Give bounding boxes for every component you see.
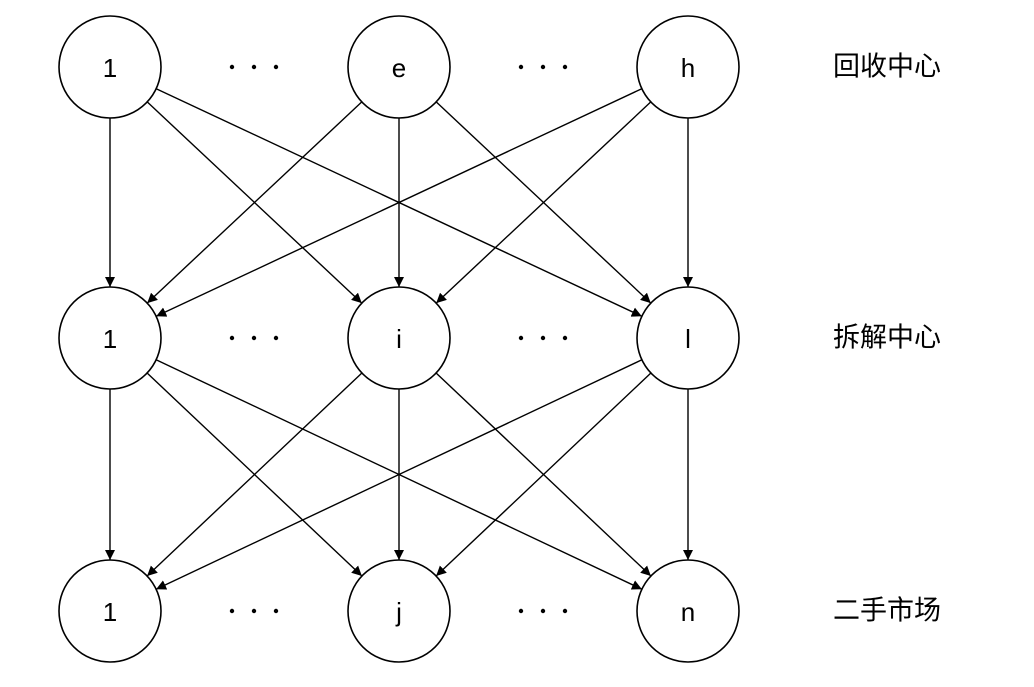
ellipsis-dot	[540, 608, 546, 614]
node-dismantling-1: 1	[58, 286, 162, 390]
ellipsis-dot	[540, 335, 546, 341]
node-circle	[58, 286, 162, 390]
tier-label-dismantling-center: 拆解中心	[833, 323, 941, 354]
ellipsis-dot	[562, 608, 568, 614]
node-market-1: 1	[58, 559, 162, 663]
node-label: 1	[103, 53, 117, 83]
ellipsis-dot	[518, 64, 524, 70]
ellipsis-dot	[273, 335, 279, 341]
edge-arrow	[155, 359, 643, 590]
node-recycling-e: e	[347, 15, 451, 119]
edge-arrow	[155, 88, 643, 317]
node-dismantling-l: l	[636, 286, 740, 390]
ellipsis-dots	[229, 608, 279, 614]
tier-dismantling-center: 1 i l 拆解中心	[58, 286, 941, 390]
node-circle	[347, 15, 451, 119]
ellipsis-dot	[518, 608, 524, 614]
tier-second-hand-market: 1 j n 二手市场	[58, 559, 941, 663]
ellipsis-layer	[229, 64, 568, 614]
node-label: e	[392, 53, 406, 83]
ellipsis-dots	[518, 608, 568, 614]
tier-label-recycling-center: 回收中心	[833, 52, 941, 83]
ellipsis-dot	[229, 335, 235, 341]
ellipsis-dot	[518, 335, 524, 341]
node-label: i	[396, 324, 402, 354]
node-circle	[58, 15, 162, 119]
node-label: h	[681, 53, 695, 83]
node-circle	[636, 286, 740, 390]
node-label: 1	[103, 324, 117, 354]
ellipsis-dot	[251, 64, 257, 70]
tier-label-second-hand-market: 二手市场	[833, 596, 941, 627]
edge-arrow	[146, 101, 363, 304]
ellipsis-dot	[562, 64, 568, 70]
ellipsis-dots	[518, 335, 568, 341]
edges-layer	[105, 88, 693, 590]
node-recycling-1: 1	[58, 15, 162, 119]
ellipsis-dot	[229, 608, 235, 614]
node-label: j	[395, 597, 402, 627]
node-circle	[58, 559, 162, 663]
node-label: 1	[103, 597, 117, 627]
edge-arrow	[146, 372, 363, 577]
edge-arrow	[435, 372, 652, 577]
ellipsis-dots	[229, 335, 279, 341]
node-market-j: j	[347, 559, 451, 663]
ellipsis-dot	[251, 608, 257, 614]
tier-recycling-center: 1 e h 回收中心	[58, 15, 941, 119]
ellipsis-dot	[273, 608, 279, 614]
ellipsis-dot	[562, 335, 568, 341]
node-dismantling-i: i	[347, 286, 451, 390]
ellipsis-dot	[273, 64, 279, 70]
node-circle	[347, 286, 451, 390]
node-label: n	[681, 597, 695, 627]
ellipsis-dot	[229, 64, 235, 70]
node-circle	[347, 559, 451, 663]
ellipsis-dots	[518, 64, 568, 70]
ellipsis-dot	[251, 335, 257, 341]
node-circle	[636, 559, 740, 663]
node-recycling-h: h	[636, 15, 740, 119]
node-circle	[636, 15, 740, 119]
edge-arrow	[435, 101, 652, 304]
node-market-n: n	[636, 559, 740, 663]
ellipsis-dot	[540, 64, 546, 70]
ellipsis-dots	[229, 64, 279, 70]
node-label: l	[685, 324, 691, 354]
